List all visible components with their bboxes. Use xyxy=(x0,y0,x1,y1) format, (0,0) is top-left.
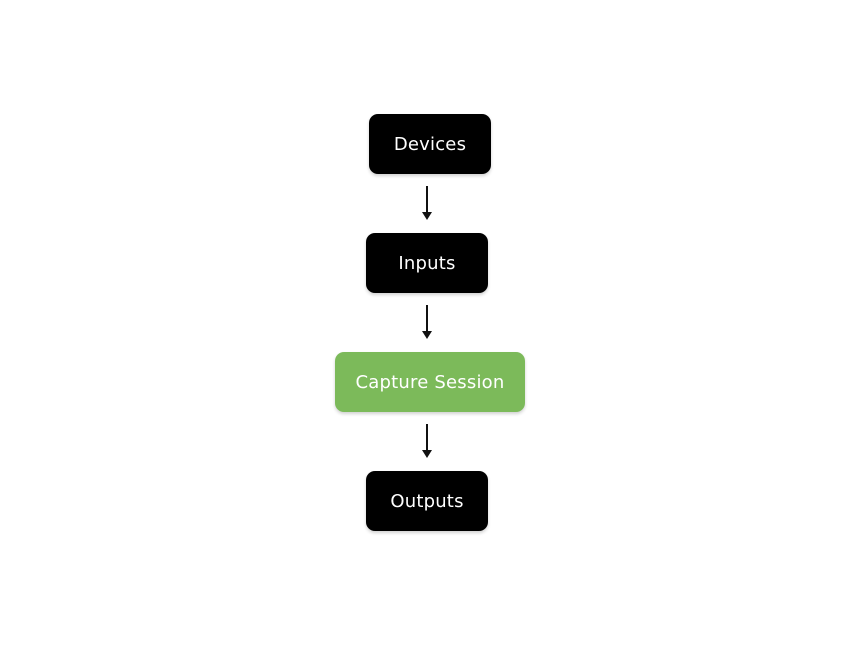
outputs-label: Outputs xyxy=(390,490,464,512)
capture-session-label: Capture Session xyxy=(355,371,505,393)
arrow-capture-session-to-outputs xyxy=(422,424,432,458)
arrow-shaft xyxy=(426,186,428,212)
devices-node: Devices xyxy=(369,114,491,174)
arrow-shaft xyxy=(426,424,428,450)
outputs-node: Outputs xyxy=(366,471,488,531)
arrow-head-icon xyxy=(422,212,432,220)
devices-label: Devices xyxy=(393,133,467,155)
capture-session-node: Capture Session xyxy=(335,352,525,412)
inputs-label: Inputs xyxy=(398,252,456,274)
arrow-inputs-to-capture-session xyxy=(422,305,432,339)
arrow-shaft xyxy=(426,305,428,331)
arrow-head-icon xyxy=(422,331,432,339)
arrow-devices-to-inputs xyxy=(422,186,432,220)
arrow-head-icon xyxy=(422,450,432,458)
inputs-node: Inputs xyxy=(366,233,488,293)
